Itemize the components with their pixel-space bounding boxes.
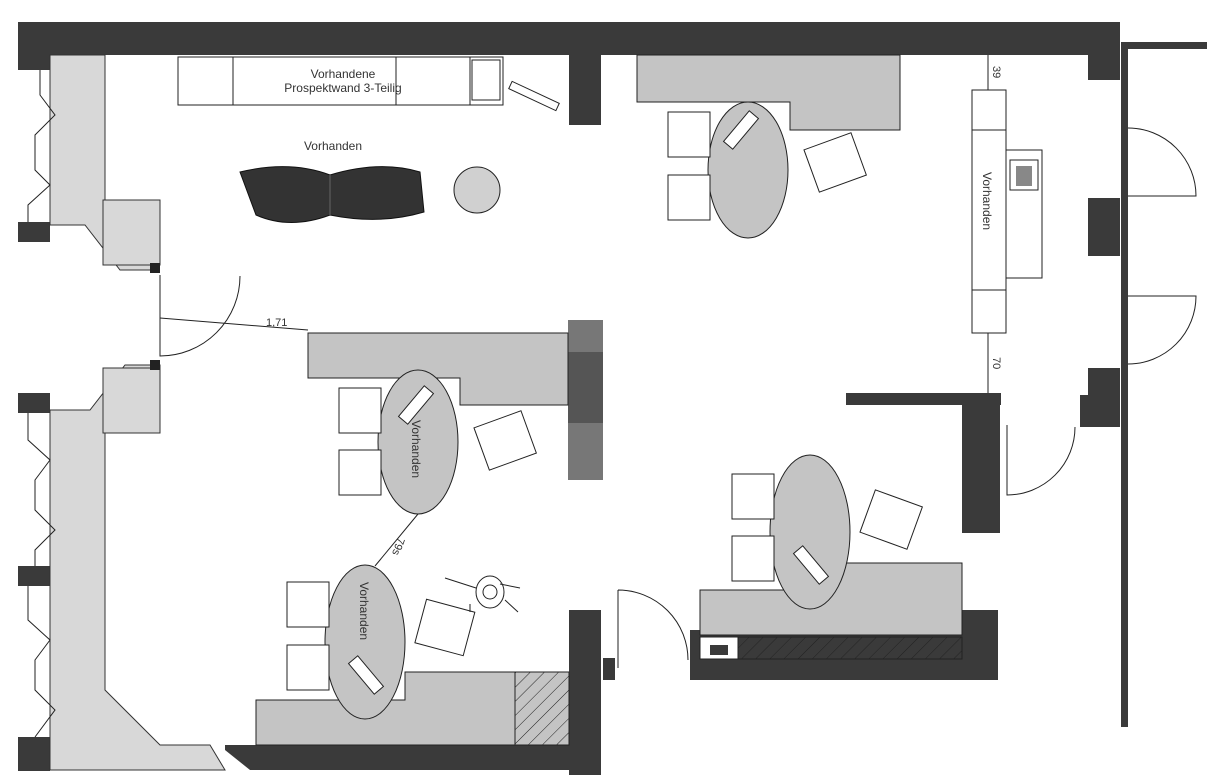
shelf-right: Vorhanden — [971, 89, 1043, 334]
walls — [18, 22, 1207, 775]
person-figure — [444, 575, 521, 613]
prospect-wall: Vorhandene Prospektwand 3-Teilig — [177, 56, 560, 112]
dimensions: 1,71 79s 39 70 — [159, 55, 1002, 567]
dim-top-right: 39 — [990, 66, 1002, 78]
desk-top — [636, 54, 901, 239]
left-windows — [27, 54, 226, 771]
desk-center-label: Vorhanden — [409, 420, 423, 478]
prospect-label-1: Vorhandene — [311, 67, 376, 81]
sofa: Vorhanden — [239, 139, 425, 223]
dim-right: 70 — [990, 357, 1002, 369]
shelf-label: Vorhanden — [980, 172, 994, 230]
sofa-label: Vorhanden — [304, 139, 362, 153]
doors — [159, 127, 1197, 668]
dim-desk-desk: 79s — [389, 536, 407, 557]
desk-bottom-left-label: Vorhanden — [357, 582, 371, 640]
round-table — [453, 166, 501, 214]
prospect-label-2: Prospektwand 3-Teilig — [284, 81, 401, 95]
desk-bottom-left: Vorhanden — [255, 564, 570, 746]
desk-center: Vorhanden — [307, 332, 569, 515]
dim-door-desk: 1,71 — [266, 317, 287, 329]
desk-right — [699, 454, 963, 660]
